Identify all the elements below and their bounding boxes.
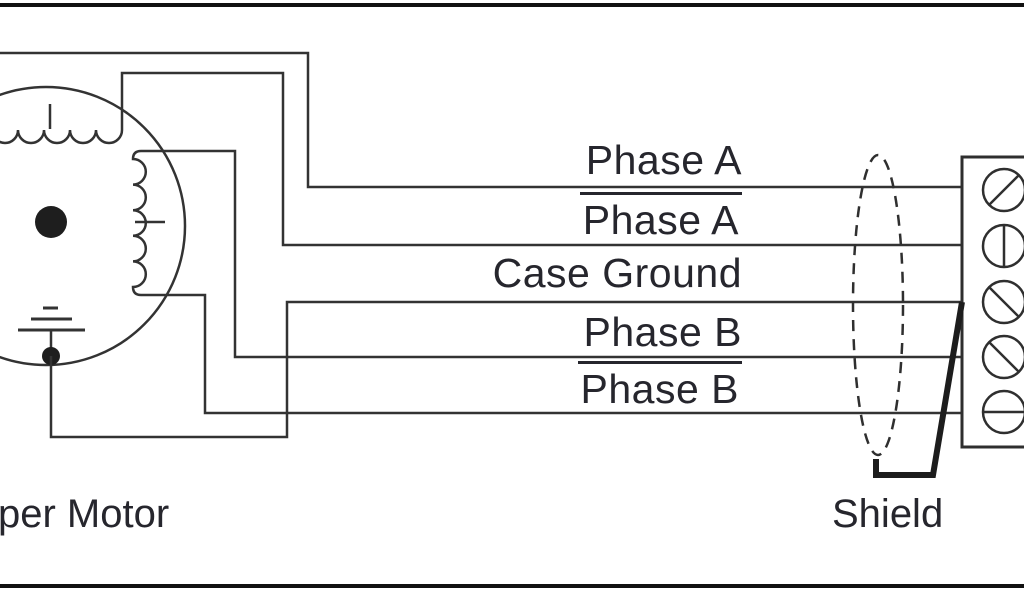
phase-b-wire [141,149,962,359]
terminal-block [960,155,1024,449]
winding-a-coil-icon [0,129,124,145]
rotor-dot-icon [35,206,67,238]
wire-label-phase-b-bar: Phase B [392,361,742,410]
screw-slot-icon [988,341,1020,373]
stepper-motor-caption: per Motor [0,492,170,536]
shield-pointer-line [873,301,965,478]
screw-terminal-icon [981,334,1024,380]
screw-terminal-icon [981,279,1024,325]
negation-overline: Phase A [579,192,742,241]
phase-a-wire [0,51,962,189]
phase-a-bar-wire [120,71,962,247]
wire-label-phase-b: Phase B [583,309,742,355]
shield-ellipse-icon [851,153,905,457]
screw-slot-icon [988,174,1020,206]
case-ground-wire [49,300,962,439]
phase-b-bar-wire [141,293,962,415]
shield-caption: Shield [832,492,944,536]
screw-terminal-icon [981,167,1024,213]
negation-overline: Phase B [577,361,742,410]
wire-label-phase-a-bar: Phase A [392,192,742,241]
screw-slot-icon [988,286,1020,318]
wire-label-case-ground: Case Ground [492,250,742,296]
wire-label-phase-a: Phase A [585,137,742,183]
motor-body-circle-icon [0,85,187,367]
